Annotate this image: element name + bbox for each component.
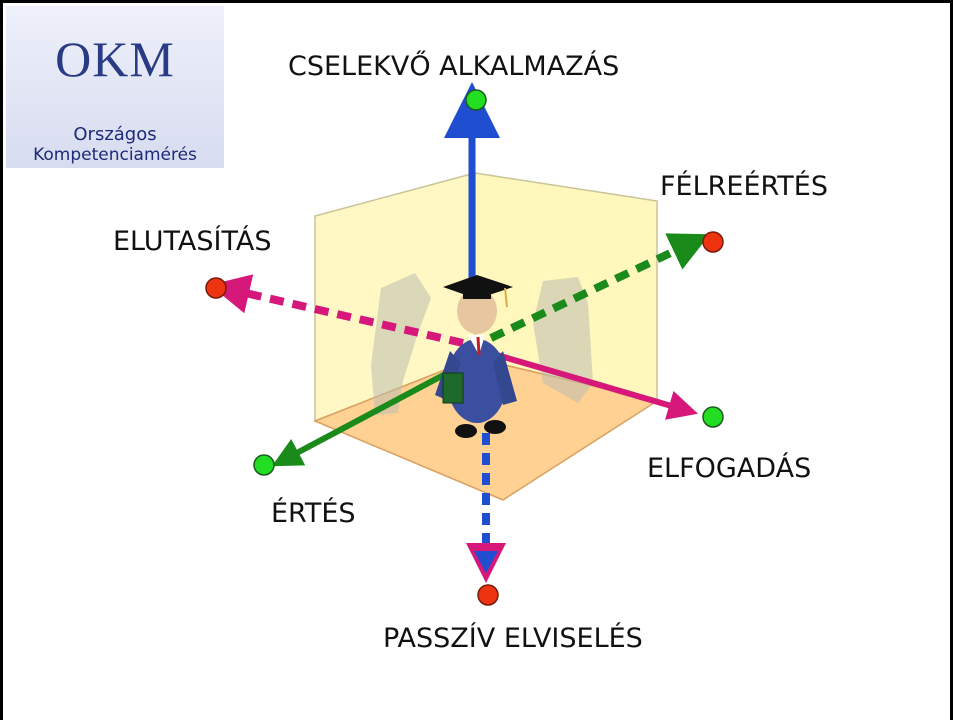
okm-logo-text-line1: Országos [73, 124, 157, 145]
graduate-collar [468, 335, 485, 355]
okm-logo-text-line2: Kompetenciamérés [33, 145, 197, 165]
acceptance-axis-solid [472, 345, 699, 420]
graduate-head [457, 288, 497, 334]
label-cselekvo-alkalmazas: CSELEKVŐ ALKALMAZÁS [288, 51, 620, 82]
graduate-cap-band [463, 289, 491, 299]
understanding-axis-dashed [489, 233, 710, 342]
label-ertes: ÉRTÉS [271, 498, 356, 529]
label-elutasitas: ELUTASÍTÁS [113, 226, 272, 257]
understanding-axis-solid [271, 368, 453, 467]
label-passziv-elviseles: PASSZÍV ELVISELÉS [383, 623, 643, 654]
understanding-endpoint-dot [253, 454, 275, 476]
graduate-gown-right-sleeve [493, 351, 517, 405]
acceptance-endpoint-dot [702, 406, 724, 428]
okm-logo: OKM Országos Kompetenciamérés [6, 6, 224, 168]
shadow-silhouette-left [371, 273, 431, 415]
graduate-tie [476, 336, 481, 356]
passive-axis-arrowhead [474, 551, 498, 573]
graduate-right-shoe [484, 420, 506, 434]
label-elfogadas: ELFOGADÁS [647, 453, 812, 484]
graduate-mortarboard [443, 275, 513, 299]
graduate-tassel [504, 287, 508, 308]
acceptance-axis-dashed [209, 274, 464, 347]
cube [313, 172, 659, 501]
graduate-left-shoe [455, 424, 477, 438]
misunderstanding-endpoint-dot [702, 231, 724, 253]
graduate-book [442, 372, 464, 404]
graduate-figure [435, 275, 517, 438]
action-endpoint-dot [465, 89, 487, 111]
label-felreertes: FÉLREÉRTÉS [660, 171, 828, 202]
okm-logo-mark: OKM [55, 31, 175, 87]
passive-endpoint-dot [477, 584, 499, 606]
attitude-axes-diagram [205, 82, 724, 606]
rejection-endpoint-dot [205, 277, 227, 299]
